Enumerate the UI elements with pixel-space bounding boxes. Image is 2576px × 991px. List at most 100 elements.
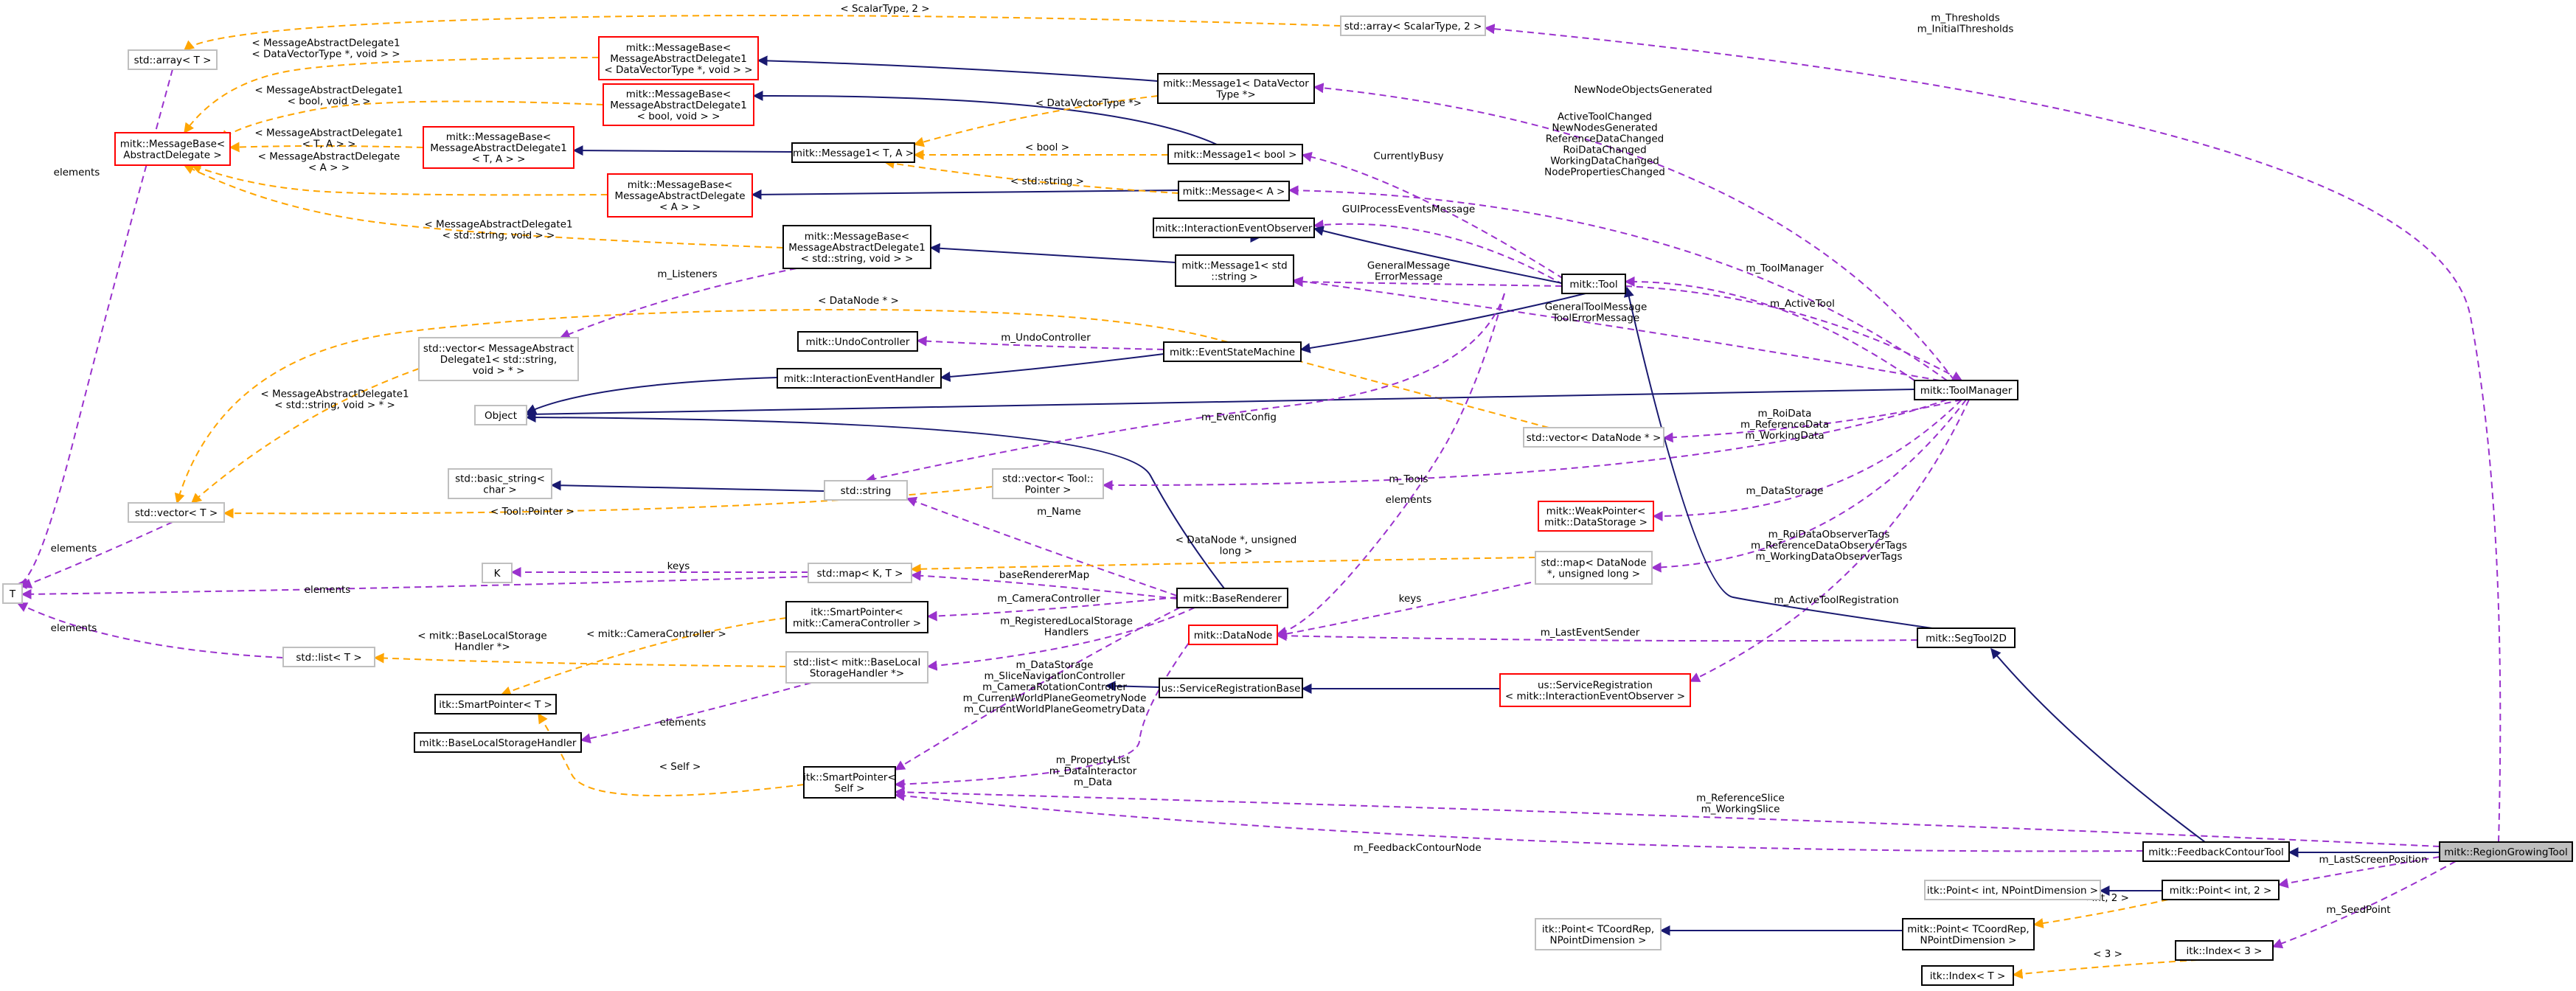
class-node-map-dn[interactable]: std::map< DataNode*, unsigned long > — [1535, 551, 1653, 585]
class-node-index-t[interactable]: itk::Index< T > — [1921, 965, 2014, 986]
class-node-iev-obs[interactable]: mitk::InteractionEventObserver — [1153, 218, 1315, 238]
class-node-pt-int-n[interactable]: itk::Point< int, NPointDimension > — [1924, 880, 2101, 900]
class-node-sp-self[interactable]: itk::SmartPointer<Self > — [803, 766, 896, 799]
usage-edge — [21, 521, 173, 588]
label-line: mitk::MessageBase< — [628, 179, 732, 191]
class-node-vec-t[interactable]: std::vector< T > — [128, 502, 225, 523]
class-node-pt-int2[interactable]: mitk::Point< int, 2 > — [2162, 880, 2280, 900]
class-node-toolmanager[interactable]: mitk::ToolManager — [1914, 380, 2018, 400]
label-line: mitk::Message1< std — [1181, 260, 1287, 272]
class-node-vec-msg[interactable]: std::vector< MessageAbstractDelegate1< s… — [418, 337, 579, 381]
class-node-msg1-str[interactable]: mitk::Message1< std::string > — [1175, 254, 1294, 287]
class-node-t[interactable]: T — [2, 583, 23, 604]
class-node-ieh[interactable]: mitk::InteractionEventHandler — [777, 368, 942, 389]
class-node-mb-bool[interactable]: mitk::MessageBase<MessageAbstractDelegat… — [603, 83, 754, 126]
edge-label-datanode-ptr: < DataNode * > — [818, 295, 899, 307]
class-node-msg1-ta[interactable]: mitk::Message1< T, A > — [791, 142, 915, 163]
label-line: itk::SmartPointer< — [810, 607, 903, 619]
node-box — [808, 563, 912, 583]
inheritance-edge — [751, 189, 1179, 200]
label-line: Delegate1< std::string, — [440, 354, 557, 366]
node-box — [1188, 625, 1278, 645]
class-node-mb-abs[interactable]: mitk::MessageBase<AbstractDelegate > — [114, 132, 231, 166]
label-line: MessageAbstractDelegate — [614, 190, 745, 202]
class-node-sp-t[interactable]: itk::SmartPointer< T > — [434, 694, 557, 714]
label-line: < MessageAbstractDelegate1 — [424, 219, 572, 231]
class-node-mb-dvt[interactable]: mitk::MessageBase<MessageAbstractDelegat… — [598, 36, 759, 80]
label-line: m_RoiData — [1758, 408, 1812, 420]
class-node-mpt-tc[interactable]: mitk::Point< TCoordRep,NPointDimension > — [1902, 918, 2035, 950]
usage-edge — [1313, 219, 1564, 285]
class-node-mb-ta[interactable]: mitk::MessageBase<MessageAbstractDelegat… — [423, 126, 574, 169]
edge-label-m-toolmanager: m_ToolManager — [1746, 262, 1824, 274]
class-node-mb-str[interactable]: mitk::MessageBase<MessageAbstractDelegat… — [782, 225, 931, 269]
inheritance-edge — [550, 480, 825, 492]
label-line: m_RoiDataObserverTags — [1768, 529, 1890, 540]
label-line: ReferenceDataChanged — [1546, 133, 1664, 145]
class-node-list-bls[interactable]: std::list< mitk::BaseLocalStorageHandler… — [785, 651, 928, 684]
class-node-std-string[interactable]: std::string — [824, 480, 908, 501]
usage-edge — [894, 787, 2440, 847]
class-node-mb-a[interactable]: mitk::MessageBase<MessageAbstractDelegat… — [607, 173, 753, 218]
class-node-esm[interactable]: mitk::EventStateMachine — [1163, 341, 1302, 362]
usage-edge — [16, 602, 284, 658]
class-node-tool[interactable]: mitk::Tool — [1561, 274, 1626, 294]
label-line: mitk::MessageBase< — [120, 139, 225, 150]
class-node-object[interactable]: Object — [474, 405, 527, 425]
usage-edge — [864, 293, 1505, 484]
class-node-basic-string[interactable]: std::basic_string<char > — [448, 468, 552, 499]
class-node-region[interactable]: mitk::RegionGrowingTool — [2439, 841, 2573, 862]
class-node-vec-datanode[interactable]: std::vector< DataNode * > — [1523, 427, 1664, 448]
edge-label-feedbacknode: m_FeedbackContourNode — [1353, 842, 1481, 854]
class-node-datanode[interactable]: mitk::DataNode — [1188, 625, 1278, 645]
class-node-index3[interactable]: itk::Index< 3 > — [2175, 940, 2274, 961]
label-line: elements — [660, 717, 707, 729]
template-edge — [2012, 959, 2198, 979]
class-node-bls[interactable]: mitk::BaseLocalStorageHandler — [414, 732, 582, 753]
label-line: elements — [1386, 494, 1432, 506]
class-node-feedback[interactable]: mitk::FeedbackContourTool — [2142, 841, 2290, 862]
template-edge — [373, 653, 787, 667]
label-line: mitk::MessageBase< — [805, 231, 909, 243]
label-line: mitk::DataNode — [1194, 630, 1273, 641]
class-node-map-kt[interactable]: std::map< K, T > — [808, 563, 912, 583]
class-node-baserenderer[interactable]: mitk::BaseRenderer — [1176, 588, 1288, 608]
class-node-undo[interactable]: mitk::UndoController — [797, 331, 918, 352]
edge-label-camcontroller-t: < mitk::CameraController > — [586, 628, 726, 640]
class-node-vec-toolptr[interactable]: std::vector< Tool::Pointer > — [992, 468, 1104, 499]
label-line: ToolErrorMessage — [1552, 313, 1639, 324]
edge-label-toolchanged: ActiveToolChangedNewNodesGeneratedRefere… — [1544, 111, 1665, 178]
class-node-itkpt-tc[interactable]: itk::Point< TCoordRep,NPointDimension > — [1535, 918, 1662, 950]
edge-label-newnode: NewNodeObjectsGenerated — [1574, 84, 1712, 96]
usage-edge — [916, 335, 1164, 350]
label-line: mitk::WeakPointer< — [1546, 506, 1646, 518]
label-line: us::ServiceRegistration — [1538, 680, 1653, 692]
class-node-usreg-base[interactable]: us::ServiceRegistrationBase — [1159, 678, 1303, 698]
label-line: MessageAbstractDelegate1 — [610, 53, 747, 65]
usage-edge — [906, 496, 1178, 597]
label-line: < bool, void > > — [288, 96, 371, 108]
class-node-array-scalar[interactable]: std::array< ScalarType, 2 > — [1340, 15, 1486, 36]
usage-edge — [1288, 185, 1948, 381]
node-box — [603, 83, 754, 126]
class-node-list-t[interactable]: std::list< T > — [282, 647, 375, 667]
edge-label-elements-vec: elements — [1386, 494, 1432, 506]
class-node-weakptr[interactable]: mitk::WeakPointer<mitk::DataStorage > — [1538, 501, 1654, 532]
class-node-msg-a[interactable]: mitk::Message< A > — [1178, 181, 1290, 201]
label-line: WorkingDataChanged — [1550, 156, 1659, 167]
edge-label-mad1-dvt: < MessageAbstractDelegate1< DataVectorTy… — [251, 38, 400, 60]
label-line: itk::SmartPointer< — [803, 772, 895, 784]
node-box — [1499, 673, 1691, 707]
node-box — [2142, 841, 2290, 862]
class-node-msg1-dvt[interactable]: mitk::Message1< DataVectorType *> — [1157, 73, 1315, 104]
edge-label-mad1-bool: < MessageAbstractDelegate1< bool, void >… — [254, 85, 403, 108]
class-node-msg1-bool[interactable]: mitk::Message1< bool > — [1167, 144, 1303, 164]
class-node-usreg[interactable]: us::ServiceRegistration< mitk::Interacti… — [1499, 673, 1691, 707]
class-node-array-t[interactable]: std::array< T > — [128, 49, 218, 70]
edge-label-three: < 3 > — [2093, 948, 2122, 960]
class-node-sp-cam[interactable]: itk::SmartPointer<mitk::CameraController… — [785, 601, 928, 633]
class-node-k[interactable]: K — [482, 563, 513, 583]
class-node-segtool2d[interactable]: mitk::SegTool2D — [1917, 627, 2016, 648]
label-line: Pointer > — [1025, 484, 1072, 496]
label-line: m_PropertyList — [1056, 754, 1131, 766]
